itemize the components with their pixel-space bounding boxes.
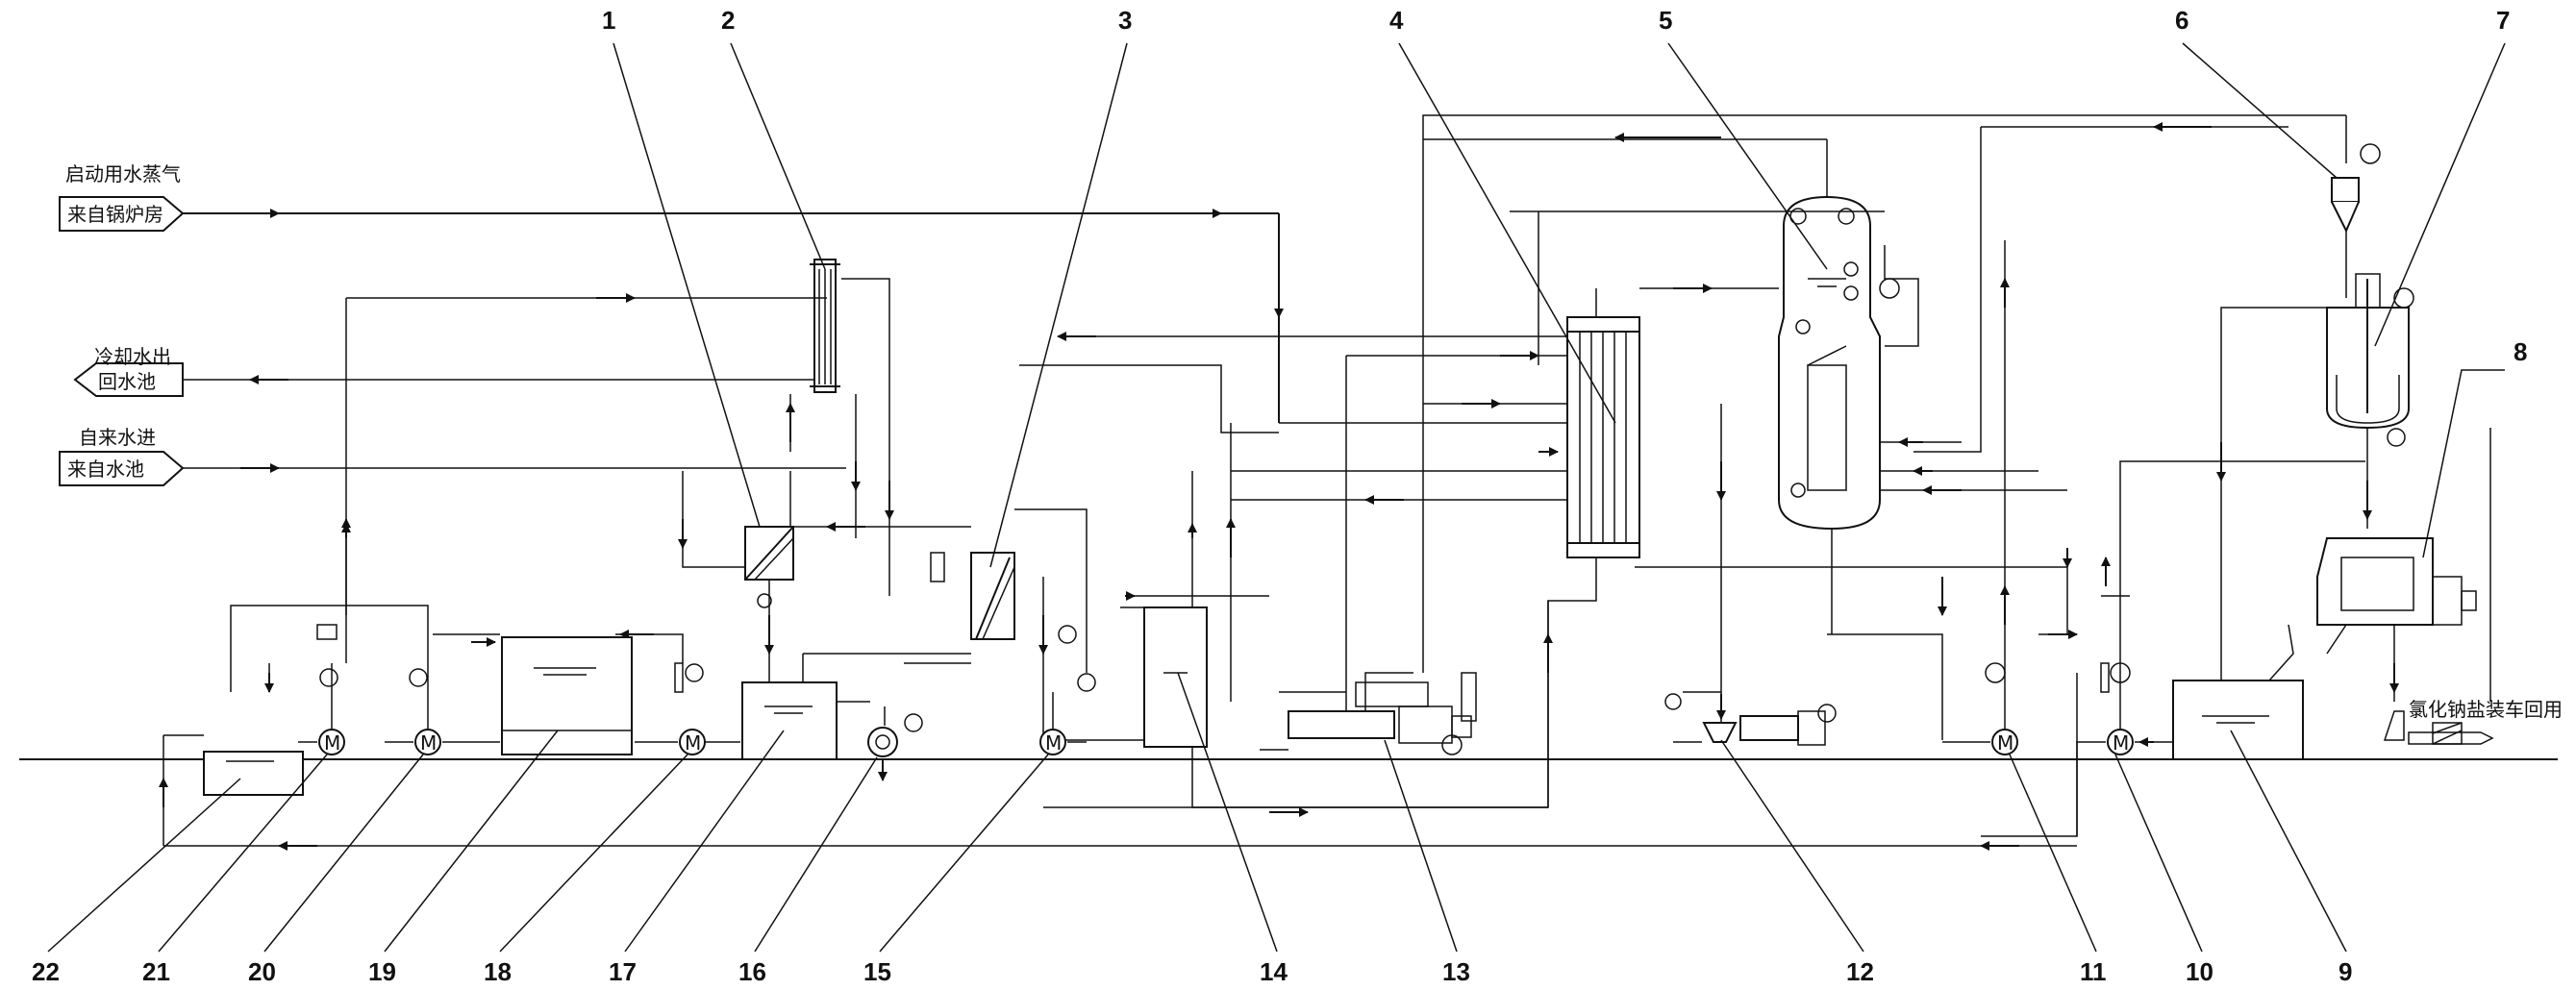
screw-pump-12 xyxy=(1702,704,1837,746)
cooling-out-label-top: 冷却水出 xyxy=(94,345,171,368)
steam-label-bottom: 来自锅炉房 xyxy=(67,203,163,226)
pump-15: M xyxy=(1039,625,1096,755)
label-16: 16 xyxy=(738,957,766,986)
label-5: 5 xyxy=(1659,6,1672,35)
pump-20: M xyxy=(409,668,441,755)
tank-14 xyxy=(1143,606,1208,748)
label-12: 12 xyxy=(1846,957,1874,986)
label-17: 17 xyxy=(609,957,637,986)
svg-text:M: M xyxy=(420,731,437,755)
top-vapor-line xyxy=(1422,114,2346,139)
label-1: 1 xyxy=(602,6,615,35)
cooling-water-outlet-tag: 冷却水出 回水池 xyxy=(73,345,184,397)
tank-9 xyxy=(2172,680,2304,760)
stirred-tank-7 xyxy=(2326,273,2414,447)
tank-22 xyxy=(203,751,304,796)
pump-10: M xyxy=(2100,662,2134,755)
pump-11: M xyxy=(1985,662,2018,755)
flow-meter xyxy=(930,552,945,582)
vacuum-pump-13 xyxy=(1288,672,1477,755)
label-8: 8 xyxy=(2513,337,2527,366)
evaporator-5 xyxy=(1778,195,1881,531)
shell-tube-heater-4 xyxy=(1566,316,1640,558)
tube-condenser-2 xyxy=(810,259,840,393)
label-22: 22 xyxy=(32,957,60,986)
tap-water-label-top: 自来水进 xyxy=(79,426,156,449)
label-14: 14 xyxy=(1260,957,1288,986)
leader-lines-top xyxy=(613,42,2506,568)
svg-text:M: M xyxy=(324,731,340,755)
label-9: 9 xyxy=(2338,957,2352,986)
steam-inlet-tag: 启动用水蒸气 来自锅炉房 xyxy=(59,162,185,232)
label-6: 6 xyxy=(2175,6,2188,35)
label-15: 15 xyxy=(863,957,891,986)
pump-16 xyxy=(867,713,923,757)
label-4: 4 xyxy=(1389,6,1404,35)
label-2: 2 xyxy=(721,6,735,35)
centrifuge-8 xyxy=(2316,537,2477,655)
product-out-label: 氯化钠盐装车回用 xyxy=(2409,698,2563,721)
pump-21: M xyxy=(316,624,345,755)
steam-label-top: 启动用水蒸气 xyxy=(65,162,181,186)
svg-text:M: M xyxy=(2113,731,2129,755)
label-19: 19 xyxy=(368,957,396,986)
label-21: 21 xyxy=(142,957,170,986)
label-20: 20 xyxy=(248,957,276,986)
heat-exchanger-1 xyxy=(744,526,794,581)
label-11: 11 xyxy=(2080,957,2107,986)
svg-text:M: M xyxy=(1045,731,1062,755)
tank-17 xyxy=(741,681,838,760)
truck-icon xyxy=(2432,722,2463,745)
leader-lines-bottom xyxy=(47,672,2347,953)
tank-19 xyxy=(501,636,633,755)
heat-exchanger-3 xyxy=(970,552,1015,640)
label-10: 10 xyxy=(2186,957,2213,986)
cooling-out-label-bottom: 回水池 xyxy=(98,370,156,393)
label-7: 7 xyxy=(2496,6,2510,35)
svg-text:M: M xyxy=(1997,731,2013,755)
svg-text:M: M xyxy=(685,731,701,755)
label-13: 13 xyxy=(1442,957,1470,986)
cyclone-6 xyxy=(2331,143,2381,234)
label-3: 3 xyxy=(1118,6,1132,35)
tap-water-inlet-tag: 自来水进 来自水池 xyxy=(59,426,185,486)
pump-18: M xyxy=(674,662,706,755)
tap-water-label-bottom: 来自水池 xyxy=(67,458,144,481)
label-18: 18 xyxy=(484,957,512,986)
